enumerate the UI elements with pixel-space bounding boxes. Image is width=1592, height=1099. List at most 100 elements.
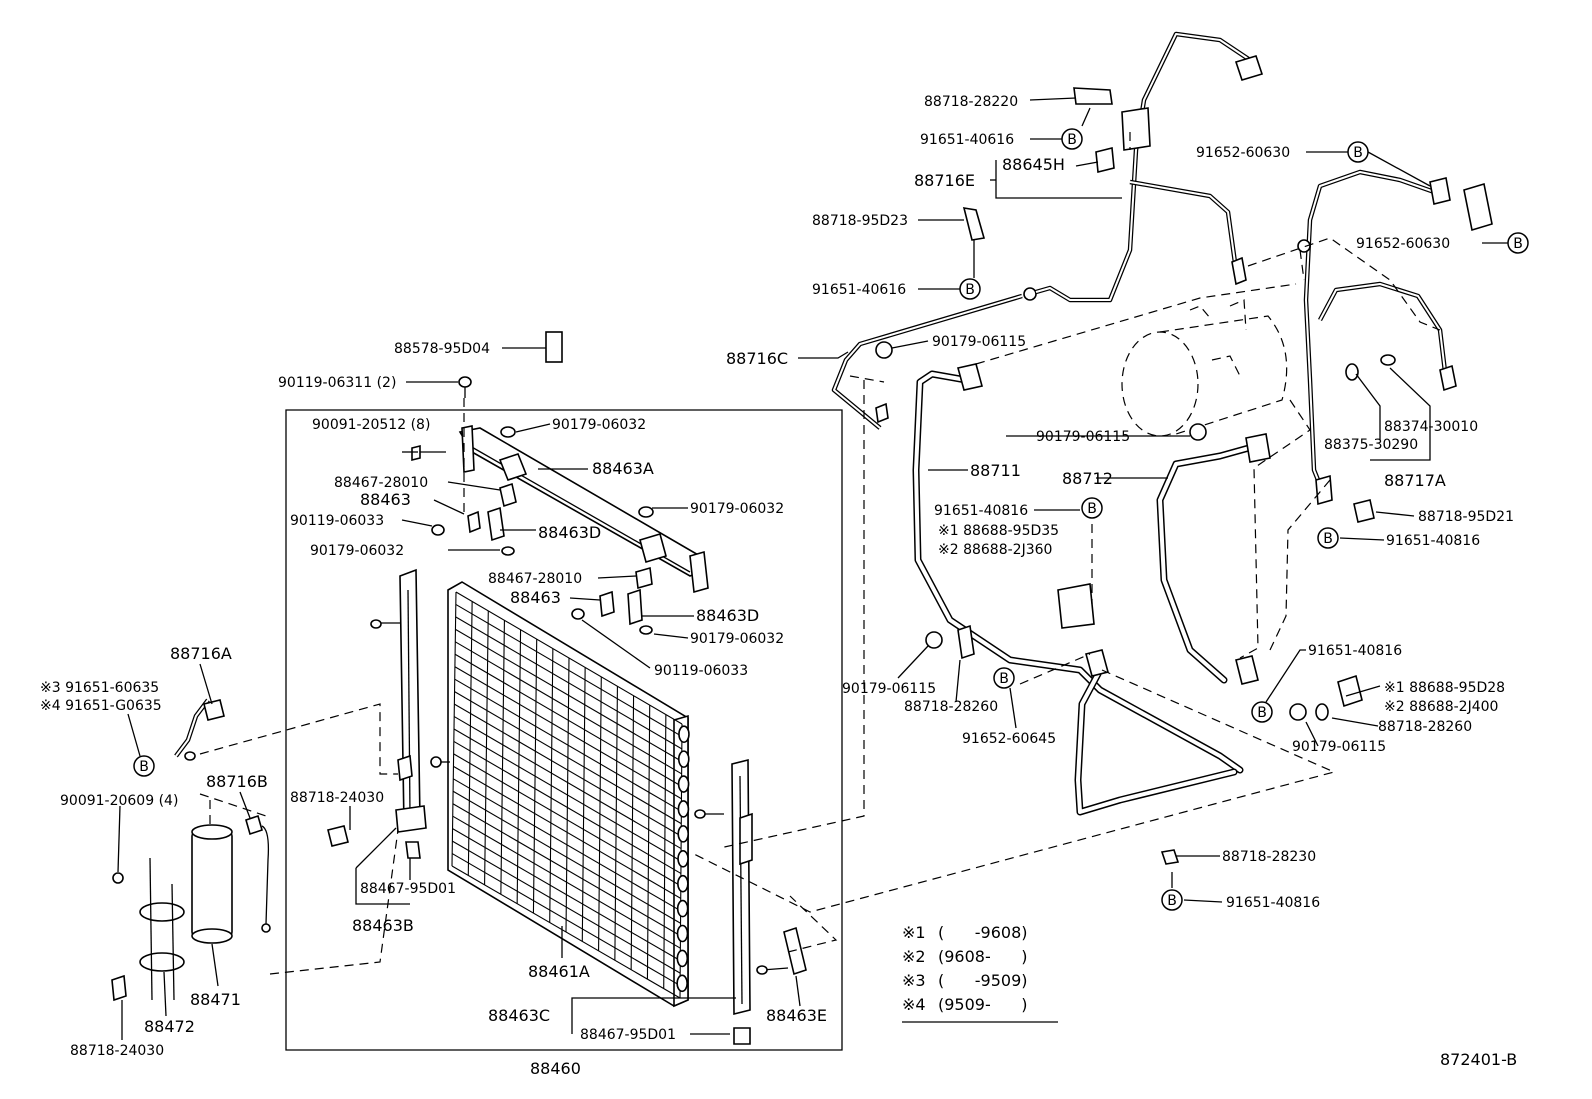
part-88688-2J400: ※2 88688-2J400	[1384, 699, 1498, 715]
b-callouts: B B B B B B B B B B	[133, 128, 1529, 911]
part-90179-06032-c: 90179-06032	[310, 543, 404, 559]
part-91651-40616-a: 91651-40616	[920, 132, 1014, 148]
bracket-88472-lower	[139, 952, 185, 972]
part-91651-40816-b: 91651-40816	[1386, 533, 1480, 549]
core-fin-line	[614, 686, 618, 961]
legend-mark-3: ※3	[902, 971, 926, 990]
part-91652-60645: 91652-60645	[962, 731, 1056, 747]
core-fin-line	[598, 676, 602, 951]
part-88463-a: 88463	[360, 490, 411, 509]
core-fin-line	[532, 639, 538, 914]
part-88578-95D04: 88578-95D04	[394, 341, 490, 357]
bracket-88472-upper	[139, 902, 185, 922]
hose-88712	[875, 341, 1271, 685]
part-88716E: 88716E	[914, 171, 975, 190]
part-88461A: 88461A	[528, 962, 590, 981]
core-tube-return	[678, 725, 690, 744]
dashed-reference-lines	[199, 132, 1441, 975]
part-88688-2J360: ※2 88688-2J360	[938, 542, 1052, 558]
part-88688-95D28: ※1 88688-95D28	[1384, 680, 1505, 696]
core-fin-line	[565, 657, 570, 933]
part-90179-06032-b: 90179-06032	[690, 501, 784, 517]
callout-b-3: B	[1513, 236, 1523, 252]
part-90119-06033-a: 90119-06033	[290, 513, 384, 529]
core-tube-return	[676, 899, 689, 918]
core-tube-return	[677, 750, 690, 768]
condenser-assembly-frame	[285, 409, 843, 1051]
pipe-88716C	[831, 287, 1037, 430]
part-88463B: 88463B	[352, 916, 414, 935]
upper-bracket-88463A	[458, 425, 709, 594]
part-88471: 88471	[190, 990, 241, 1009]
callout-b-10: B	[1167, 893, 1177, 909]
part-91652-60630-a: 91652-60630	[1196, 145, 1290, 161]
core-tube-return	[677, 775, 690, 793]
nut-90179-06115-a	[875, 341, 893, 359]
pipe-88716E	[962, 31, 1264, 303]
core-tube-return	[676, 974, 688, 993]
pipe-88711	[912, 363, 1244, 816]
part-88374-30010: 88374-30010	[1384, 419, 1478, 435]
part-90119-06311: 90119-06311 (2)	[278, 375, 396, 391]
core-tube-return	[677, 849, 689, 868]
part-88716C: 88716C	[726, 349, 788, 368]
core-fin-line	[549, 648, 554, 923]
part-90179-06032-a: 90179-06032	[552, 417, 646, 433]
part-88718-28220: 88718-28220	[924, 94, 1018, 110]
bracket-88688-95D35	[1057, 583, 1095, 629]
part-91652-60630-b: 91652-60630	[1356, 236, 1450, 252]
part-90179-06115-d: 90179-06115	[1292, 739, 1386, 755]
part-90119-06033-b: 90119-06033	[654, 663, 748, 679]
part-91651-40816-d: 91651-40816	[1226, 895, 1320, 911]
side-bracket-right	[731, 758, 753, 1016]
part-88716B: 88716B	[206, 772, 268, 791]
pipe-88717A	[1160, 169, 1493, 865]
core-fin-line	[484, 610, 489, 885]
core-fin-line	[516, 629, 522, 904]
legend-mark-1: ※1	[902, 923, 926, 942]
callout-b-1: B	[1067, 132, 1077, 148]
part-88718-24030-b: 88718-24030	[70, 1043, 164, 1059]
legend-range-2: (9608- )	[938, 947, 1028, 966]
part-90179-06115-a: 90179-06115	[932, 334, 1026, 350]
part-88688-95D35: ※1 88688-95D35	[938, 523, 1059, 539]
compressor-outline	[1121, 299, 1288, 437]
bracket-88578-95D04	[545, 331, 563, 363]
connector-88718-28220	[1073, 87, 1113, 105]
part-88467-28010-b: 88467-28010	[488, 571, 582, 587]
core-fin-line	[467, 601, 473, 876]
part-91651-40816-a: 91651-40816	[934, 503, 1028, 519]
part-88463C: 88463C	[488, 1006, 550, 1025]
part-88460: 88460	[530, 1059, 581, 1078]
diagram-id: 872401-B	[1440, 1050, 1517, 1069]
part-90179-06115-c: 90179-06115	[842, 681, 936, 697]
part-88718-28260-b: 88718-28260	[1378, 719, 1472, 735]
callout-b-2: B	[1353, 145, 1363, 161]
oring-88374-30010	[1380, 354, 1396, 366]
legend-range-3: ( -9509)	[938, 971, 1028, 990]
nut-90179-06115-d	[1289, 703, 1307, 721]
core-fin-line	[646, 705, 651, 980]
part-91651-40816-c: 91651-40816	[1308, 643, 1402, 659]
part-88463D-a: 88463D	[538, 523, 601, 542]
legend-range-4: (9509- )	[938, 995, 1028, 1014]
part-88718-95D23: 88718-95D23	[812, 213, 908, 229]
pressure-switch-88645H	[1095, 146, 1115, 174]
legend: ※1 ( -9608) ※2 (9608- ) ※3 ( -9509) ※4 (…	[902, 923, 1028, 1014]
core-tube-return	[677, 825, 690, 843]
nut-90179-06115-b	[925, 631, 943, 649]
part-88711: 88711	[970, 461, 1021, 480]
core-tube-return	[676, 924, 689, 943]
part-88463A: 88463A	[592, 459, 654, 478]
receiver-dryer-88471	[111, 814, 271, 1002]
condenser-hardware	[327, 331, 807, 1045]
legend-mark-2: ※2	[902, 947, 926, 966]
nut-90179-06115-c	[1189, 423, 1207, 441]
core-fin-line	[451, 591, 457, 867]
part-88718-95D21: 88718-95D21	[1418, 509, 1514, 525]
callout-b-4: B	[965, 282, 975, 298]
part-88718-28260-a: 88718-28260	[904, 699, 998, 715]
part-88712: 88712	[1062, 469, 1113, 488]
side-bracket-left	[395, 568, 427, 833]
bracket-91652-60630	[1463, 182, 1493, 232]
